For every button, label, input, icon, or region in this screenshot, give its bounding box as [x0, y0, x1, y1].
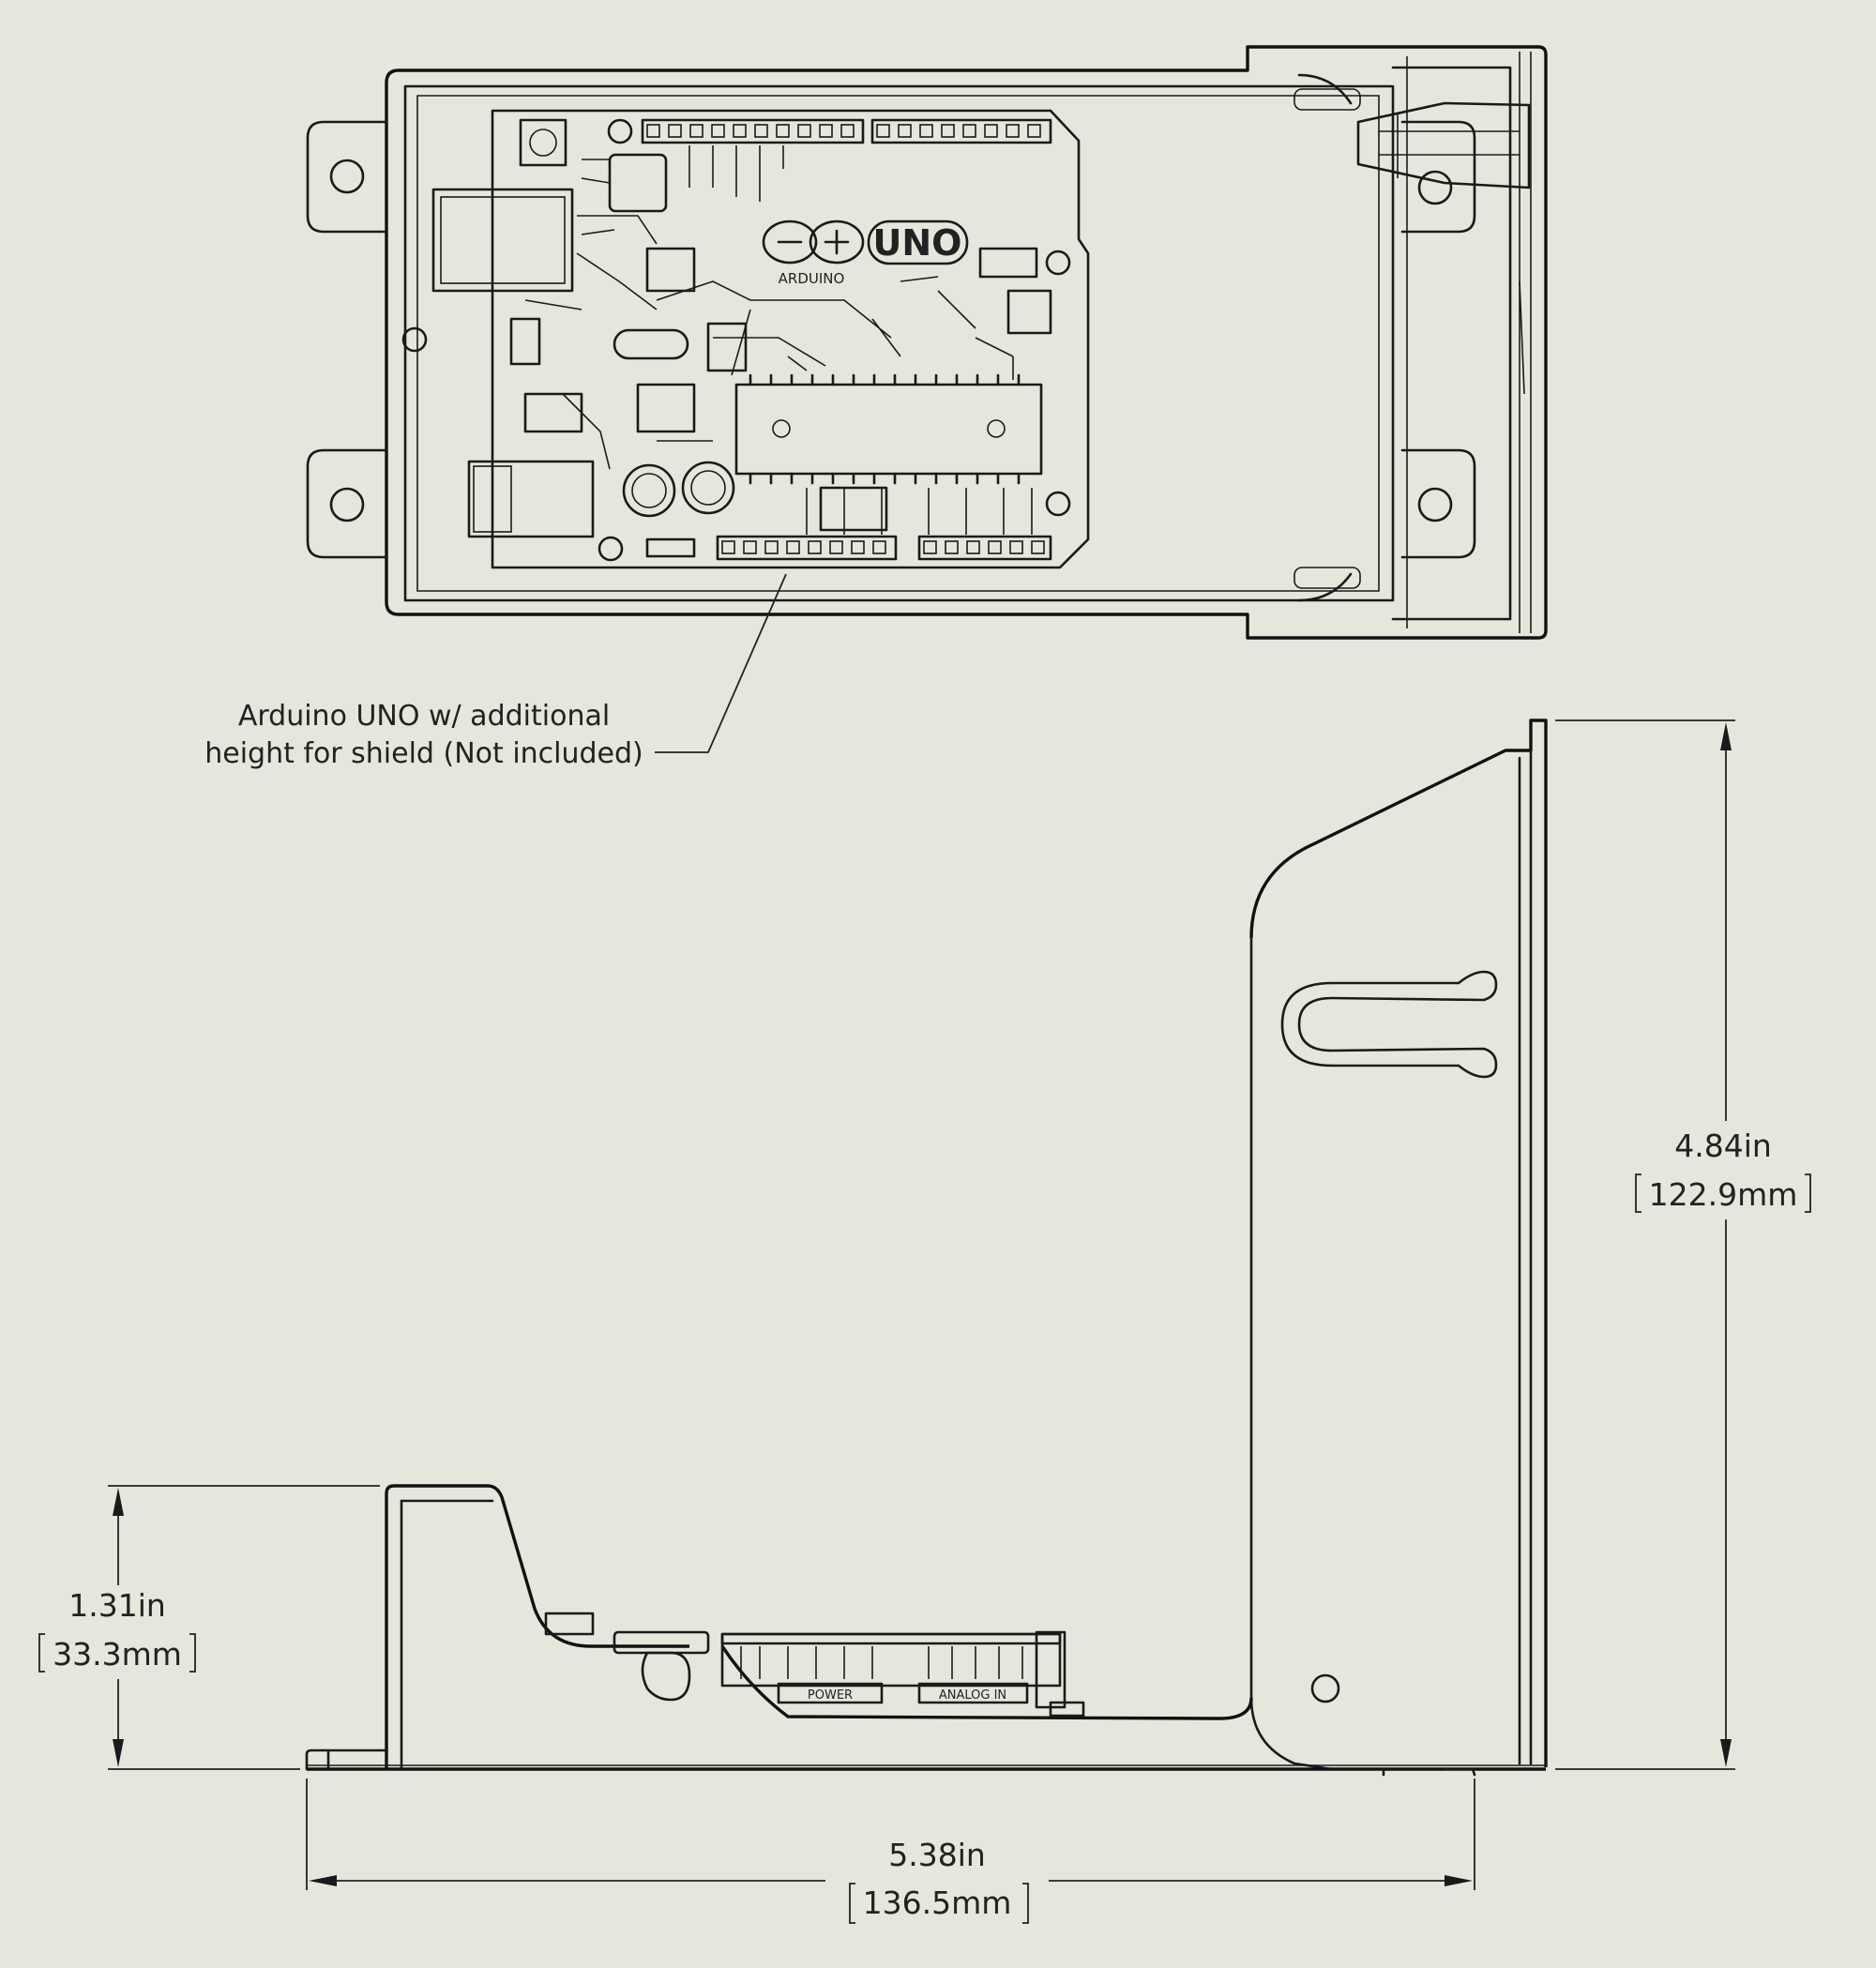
header-pin — [962, 124, 976, 138]
power-header-label: POWER — [808, 1688, 853, 1703]
mount-hole — [329, 159, 365, 194]
header-pin — [797, 124, 811, 138]
keyhole-slot — [1280, 970, 1498, 1079]
power-analog-header — [716, 535, 1052, 561]
mount-hole — [1417, 487, 1453, 522]
header-pin — [776, 124, 790, 138]
header-pin — [898, 124, 912, 138]
base-in-label: 1.31in — [68, 1587, 166, 1624]
header-pin — [872, 540, 886, 554]
header-pin — [721, 540, 735, 554]
header-pin — [646, 124, 660, 138]
mount-tab-top-left — [306, 120, 388, 234]
height-in-label: 4.84in — [1674, 1128, 1772, 1164]
header-pin — [840, 124, 855, 138]
base-mm-label: 33.3mm — [53, 1636, 182, 1673]
width-in-label: 5.38in — [888, 1837, 986, 1873]
header-pin — [754, 124, 768, 138]
height-mm-label: 122.9mm — [1649, 1176, 1798, 1213]
width-dimension: 5.38in 136.5mm — [306, 1779, 1475, 1924]
mount-tab-top-right — [1400, 120, 1476, 234]
header-pin — [711, 124, 725, 138]
header-pin — [1006, 124, 1020, 138]
callout-line-1: Arduino UNO w/ additional — [238, 700, 610, 733]
header-pin — [945, 540, 959, 554]
usb-connector — [431, 188, 574, 293]
header-pin — [689, 124, 704, 138]
side-view: POWER ANALOG IN — [305, 719, 1548, 1777]
header-pin — [923, 540, 937, 554]
header-pin — [829, 540, 843, 554]
header-pin — [668, 124, 682, 138]
capacitor — [622, 463, 676, 518]
header-pin — [941, 124, 955, 138]
height-dimension: 4.84in 122.9mm — [1555, 719, 1811, 1770]
top-view: UNO ARDUINO — [306, 45, 1548, 640]
base-height-dimension: 1.31in 33.3mm — [38, 1485, 380, 1770]
header-pin — [984, 124, 998, 138]
header-pin — [786, 540, 800, 554]
mount-hole — [329, 487, 365, 522]
callout-line-2: height for shield (Not included) — [204, 737, 643, 770]
header-pin — [919, 124, 933, 138]
uno-logo: UNO ARDUINO — [762, 220, 969, 287]
board-side-profile: POWER ANALOG IN — [544, 1612, 1085, 1718]
header-pin — [1009, 540, 1023, 554]
header-pin — [808, 540, 822, 554]
digital-header — [641, 118, 1052, 144]
crystal — [613, 328, 689, 360]
header-pin — [743, 540, 757, 554]
header-pin — [1031, 540, 1045, 554]
arduino-board: UNO ARDUINO — [431, 109, 1090, 569]
latch-clip — [1356, 101, 1531, 189]
mount-tab-bottom-left — [306, 448, 388, 559]
mount-hole-side — [1310, 1673, 1340, 1703]
capacitor — [681, 461, 735, 515]
back-wall — [1249, 719, 1548, 1767]
microcontroller-chip — [734, 383, 1043, 476]
enclosure-outline — [385, 45, 1548, 640]
reset-button — [519, 118, 567, 167]
enclosure-inner-wall — [403, 84, 1395, 602]
header-pin — [876, 124, 890, 138]
brand-text: ARDUINO — [779, 270, 845, 287]
callout-leader — [655, 573, 787, 753]
header-pin — [819, 124, 833, 138]
mount-hole — [1417, 170, 1453, 205]
mount-tab-bottom-right — [1400, 448, 1476, 559]
header-pin — [1027, 124, 1041, 138]
header-pin — [966, 540, 980, 554]
width-mm-label: 136.5mm — [863, 1885, 1012, 1921]
header-pin — [764, 540, 779, 554]
dc-jack — [467, 460, 595, 538]
header-pin — [851, 540, 865, 554]
left-riser — [385, 1484, 689, 1769]
analog-header-label: ANALOG IN — [939, 1688, 1006, 1703]
header-pin — [733, 124, 747, 138]
uno-logo-text: UNO — [873, 222, 962, 264]
header-pin — [988, 540, 1002, 554]
